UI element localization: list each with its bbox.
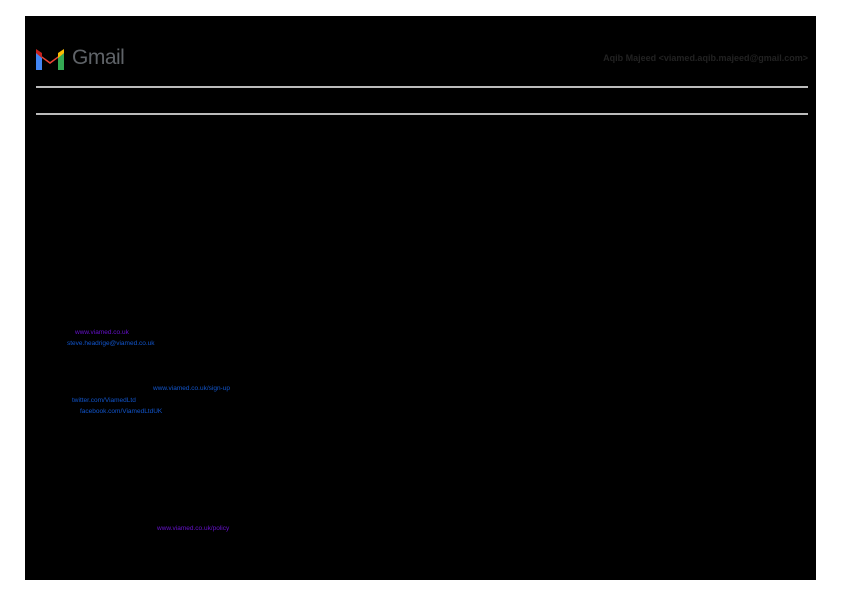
email-link[interactable]: steve.headrige@viamed.co.uk <box>67 340 155 347</box>
website-link[interactable]: www.viamed.co.uk <box>75 329 129 336</box>
account-sender: Aqib Majeed <viamed.aqib.majeed@gmail.co… <box>603 53 808 63</box>
gmail-wordmark: Gmail <box>72 46 125 69</box>
facebook-link[interactable]: facebook.com/ViamedLtdUK <box>80 408 163 415</box>
divider-bottom <box>36 113 808 115</box>
gmail-m-icon <box>36 49 64 70</box>
divider-top <box>36 86 808 88</box>
print-page <box>25 16 816 580</box>
policy-link[interactable]: www.viamed.co.uk/policy <box>157 525 230 532</box>
gmail-logo: Gmail <box>34 46 125 70</box>
twitter-link[interactable]: twitter.com/ViamedLtd <box>72 397 136 404</box>
signup-link[interactable]: www.viamed.co.uk/sign-up <box>153 385 230 392</box>
